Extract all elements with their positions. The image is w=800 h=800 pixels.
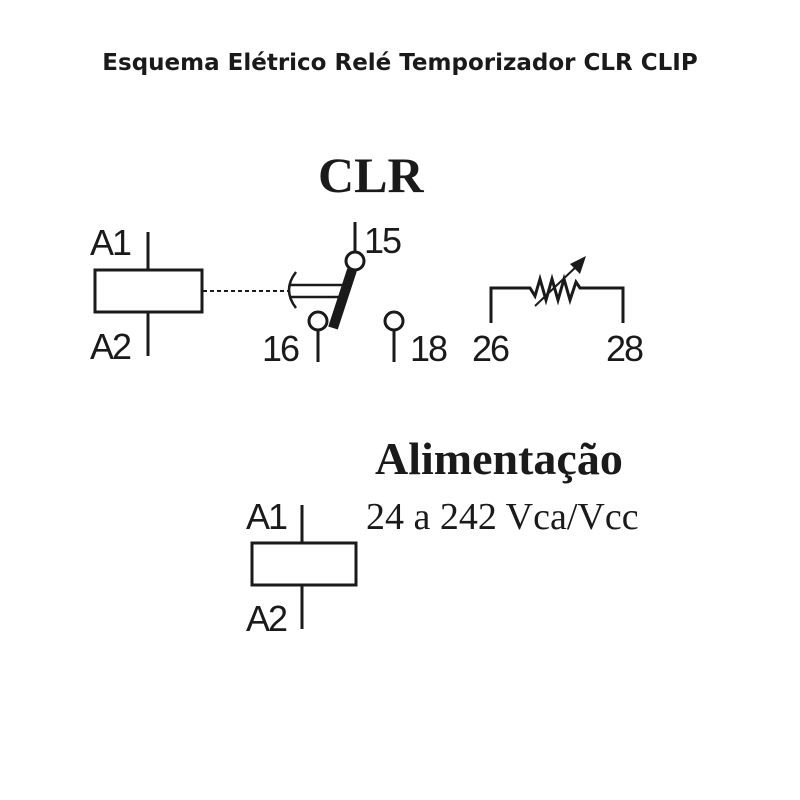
potentiometer <box>489 256 625 323</box>
page-title: Esquema Elétrico Relé Temporizador CLR C… <box>102 50 698 76</box>
relay-coil <box>93 232 204 356</box>
terminal-a1-label: A1 <box>90 222 132 263</box>
supply-a1-label: A1 <box>246 496 288 537</box>
terminal-a2-label: A2 <box>90 326 132 367</box>
supply-a2-label: A2 <box>246 598 288 639</box>
terminal-26-label: 26 <box>472 328 510 369</box>
terminal-28-label: 28 <box>606 328 644 369</box>
terminal-15-label: 15 <box>364 220 402 261</box>
supply-coil <box>250 505 358 629</box>
terminal-18-label: 18 <box>410 328 448 369</box>
terminal-16-label: 16 <box>262 328 300 369</box>
supply-voltage: 24 a 242 Vca/Vcc <box>366 496 639 538</box>
supply-heading: Alimentação <box>375 433 623 484</box>
clr-heading: CLR <box>318 147 424 203</box>
timer-contact <box>287 222 405 362</box>
